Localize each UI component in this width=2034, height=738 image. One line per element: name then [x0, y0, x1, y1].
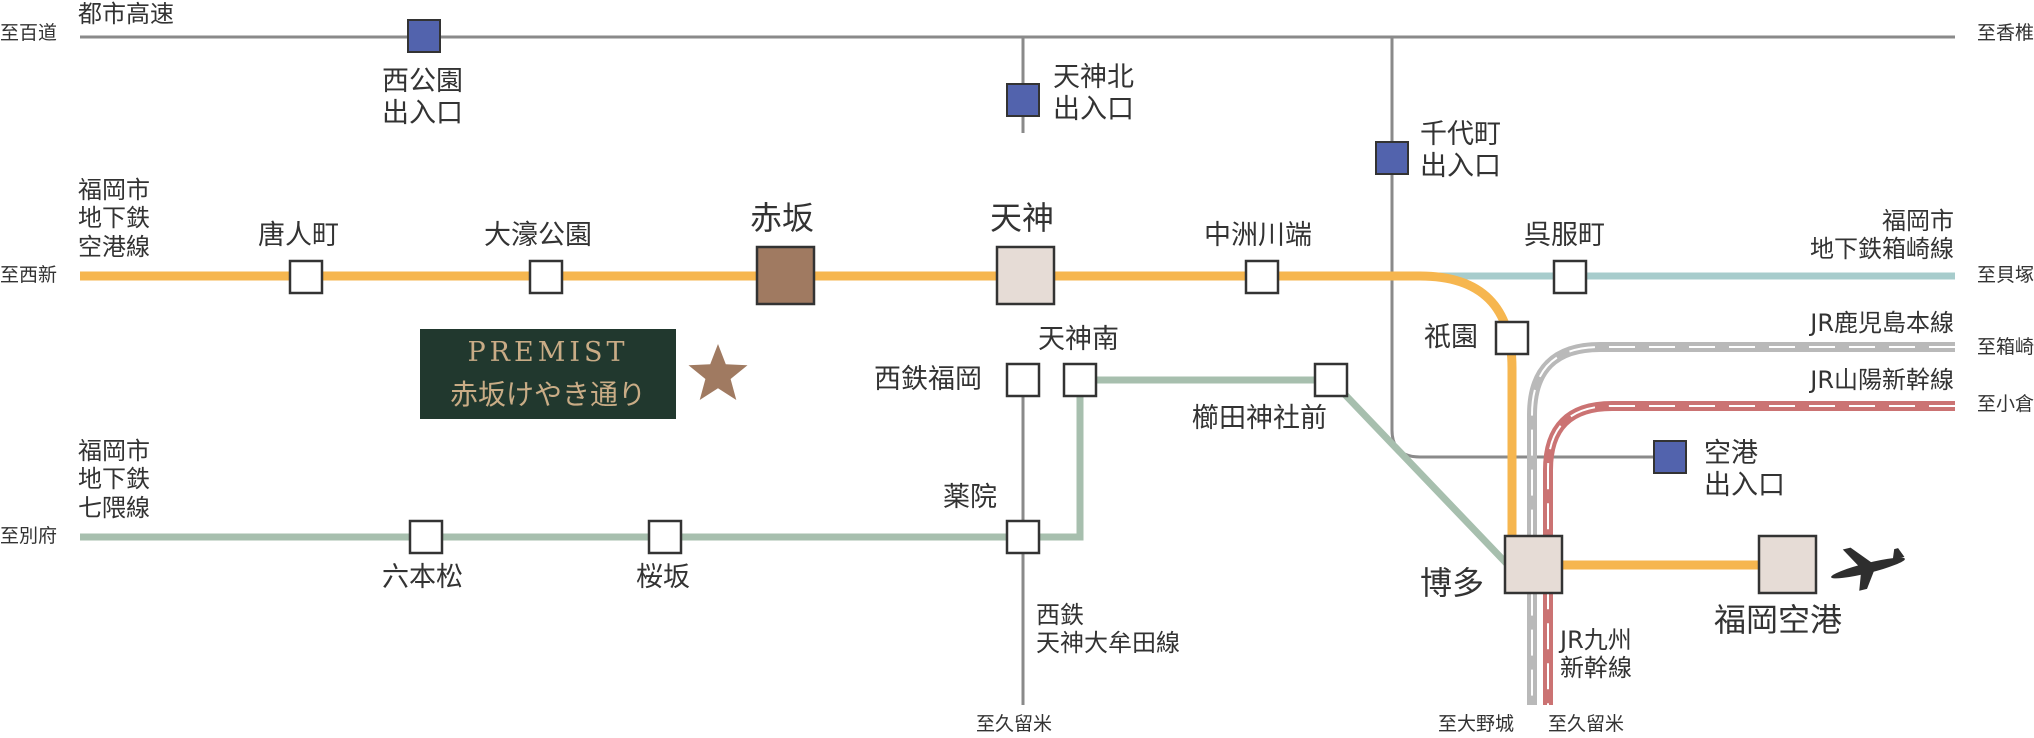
- entrance-nishikoen: [407, 19, 441, 53]
- entrance-nishikoen-label: 西公園 出入口: [382, 66, 463, 129]
- kagoshima-line-label: JR鹿児島本線: [1810, 309, 1954, 337]
- station-hakata-label: 博多: [1420, 564, 1485, 602]
- station-ohorikoen-label: 大濠公園: [484, 220, 592, 251]
- entrance-chiyomachi-label: 千代町 出入口: [1420, 119, 1501, 182]
- station-nishitetsu-fukuoka: [1005, 362, 1041, 398]
- direction-kurume-nishitetsu: 至久留米: [976, 713, 1053, 735]
- entrance-airport-label: 空港 出入口: [1704, 438, 1785, 501]
- station-gion: [1494, 320, 1530, 356]
- station-tenjinminami-label: 天神南: [1038, 324, 1119, 355]
- station-nakasukawabata: [1244, 259, 1280, 295]
- direction-befu: 至別府: [0, 525, 58, 547]
- station-tenjin-label: 天神: [990, 199, 1055, 237]
- airport-line: [80, 271, 1785, 570]
- station-ohorikoen: [528, 259, 564, 295]
- entrance-tenjinkita-label: 天神北 出入口: [1053, 62, 1134, 125]
- direction-kokura: 至小倉: [1976, 393, 2034, 415]
- sanyo-shinkansen-label: JR山陽新幹線: [1810, 366, 1954, 394]
- nanakuma-line-label: 福岡市 地下鉄 七隈線: [78, 437, 150, 522]
- direction-kurume-jr: 至久留米: [1548, 713, 1625, 735]
- airport-line-label: 福岡市 地下鉄 空港線: [78, 176, 150, 261]
- station-yakuin-label: 薬院: [943, 482, 997, 513]
- station-akasaka: [755, 245, 816, 306]
- property-name-line1: PREMIST: [467, 337, 629, 368]
- station-fukuoka-airport: [1757, 534, 1818, 595]
- station-ropponmatsu: [408, 519, 444, 555]
- star-icon: [688, 344, 748, 400]
- station-fukuoka-airport-label: 福岡空港: [1714, 601, 1843, 639]
- direction-onojo: 至大野城: [1438, 713, 1515, 735]
- station-yakuin: [1005, 519, 1041, 555]
- direction-kashii: 至香椎: [1976, 22, 2034, 44]
- station-gion-label: 祇園: [1424, 322, 1478, 353]
- station-sakurazaka-label: 桜坂: [636, 562, 690, 593]
- airplane-icon: [1831, 547, 1905, 591]
- station-tojinmachi-label: 唐人町: [258, 220, 339, 251]
- entrance-tenjinkita: [1006, 83, 1040, 117]
- station-ropponmatsu-label: 六本松: [382, 562, 463, 593]
- entrance-airport: [1653, 440, 1687, 474]
- station-nishitetsu-fukuoka-label: 西鉄福岡: [874, 364, 982, 395]
- station-akasaka-label: 赤坂: [750, 199, 815, 237]
- entrance-chiyomachi: [1375, 141, 1409, 175]
- station-hakata: [1503, 534, 1564, 595]
- station-tenjin: [995, 245, 1056, 306]
- direction-kaizuka: 至貝塚: [1976, 264, 2034, 286]
- nishitetsu-line-label: 西鉄 天神大牟田線: [1036, 601, 1180, 658]
- station-gofukumachi: [1552, 259, 1588, 295]
- station-tenjinminami: [1062, 362, 1098, 398]
- station-kushidajinjamae: [1313, 362, 1349, 398]
- station-tojinmachi: [288, 259, 324, 295]
- direction-hakozaki: 至箱崎: [1976, 336, 2034, 358]
- station-nakasukawabata-label: 中洲川端: [1204, 220, 1312, 251]
- direction-momochi: 至百道: [0, 22, 58, 44]
- station-gofukumachi-label: 呉服町: [1524, 220, 1605, 251]
- property-label: PREMIST 赤坂けやき通り: [420, 329, 676, 419]
- hakozaki-line-label: 福岡市 地下鉄箱崎線: [1810, 207, 1954, 264]
- kyushu-shinkansen-label: JR九州 新幹線: [1560, 626, 1632, 683]
- station-sakurazaka: [647, 519, 683, 555]
- direction-nishijin: 至西新: [0, 264, 58, 286]
- expressway-label: 都市高速: [78, 0, 174, 28]
- station-kushidajinjamae-label: 櫛田神社前: [1192, 403, 1327, 434]
- property-name-line2: 赤坂けやき通り: [449, 378, 646, 411]
